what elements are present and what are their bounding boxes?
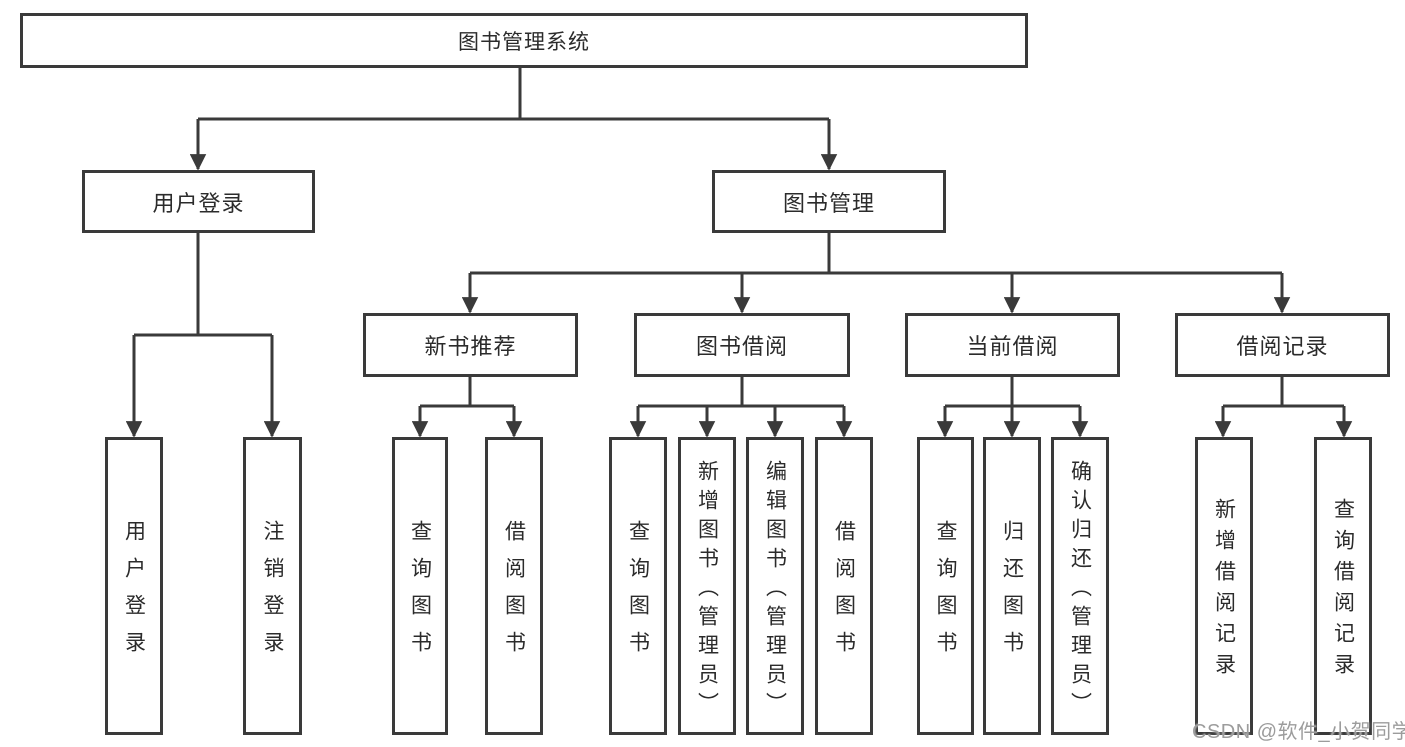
node-label: 确认归还（管理员） <box>1068 459 1092 721</box>
node-label: 新书推荐 <box>424 334 517 359</box>
leaf-user-login: 用户登录 <box>105 437 163 735</box>
node-label: 新增图书（管理员） <box>695 459 719 721</box>
node-label: 新增借阅记录 <box>1212 498 1236 684</box>
node-user-login: 用户登录 <box>82 170 315 233</box>
node-label: 借阅图书 <box>502 520 526 668</box>
node-label: 图书借阅 <box>695 334 788 359</box>
node-label: 用户登录 <box>122 520 146 668</box>
node-label: 借阅图书 <box>832 520 856 668</box>
node-label: 注销登录 <box>261 520 284 668</box>
node-label: 查询图书 <box>408 520 432 668</box>
leaf-recommend-query-books: 查询图书 <box>392 437 448 735</box>
leaf-borrowing-query-books: 查询图书 <box>609 437 667 735</box>
node-label: 图书管理系统 <box>458 30 590 54</box>
node-book-borrowing: 图书借阅 <box>634 313 850 377</box>
node-label: 查询图书 <box>934 520 957 668</box>
leaf-logout: 注销登录 <box>243 437 302 735</box>
node-root: 图书管理系统 <box>20 13 1028 68</box>
leaf-current-query-books: 查询图书 <box>917 437 974 735</box>
leaf-borrowing-borrow-books: 借阅图书 <box>815 437 873 735</box>
node-label: 归还图书 <box>1000 520 1024 668</box>
node-current-borrowing: 当前借阅 <box>905 313 1120 377</box>
node-label: 用户登录 <box>152 190 245 216</box>
node-label: 图书管理 <box>782 190 875 216</box>
node-new-book-recommend: 新书推荐 <box>363 313 578 377</box>
leaf-add-borrow-record: 新增借阅记录 <box>1195 437 1253 735</box>
watermark: CSDN @软件_小贺同学 <box>1192 721 1405 743</box>
leaf-recommend-borrow-books: 借阅图书 <box>485 437 543 735</box>
node-label: 当前借阅 <box>966 334 1059 359</box>
node-borrowing-records: 借阅记录 <box>1175 313 1390 377</box>
leaf-add-books-admin: 新增图书（管理员） <box>678 437 736 735</box>
leaf-edit-books-admin: 编辑图书（管理员） <box>746 437 804 735</box>
leaf-confirm-return-admin: 确认归还（管理员） <box>1051 437 1109 735</box>
node-label: 编辑图书（管理员） <box>763 459 787 721</box>
leaf-query-borrow-record: 查询借阅记录 <box>1314 437 1372 735</box>
node-label: 查询图书 <box>626 520 650 668</box>
leaf-return-books: 归还图书 <box>983 437 1041 735</box>
node-label: 查询借阅记录 <box>1331 498 1355 684</box>
node-book-management: 图书管理 <box>712 170 946 233</box>
node-label: 借阅记录 <box>1236 334 1329 359</box>
